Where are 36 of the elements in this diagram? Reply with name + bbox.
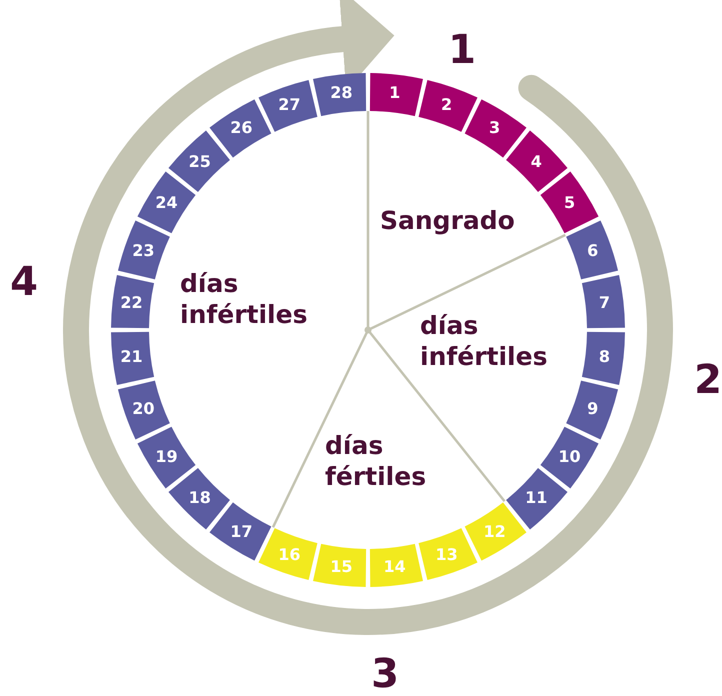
day-number: 16 [278,546,301,563]
day-number: 8 [598,348,610,365]
day-number: 6 [587,243,598,260]
phase-number: 4 [10,262,38,302]
day-number: 3 [489,120,500,136]
sector-label: días infértiles [180,268,308,330]
day-number: 28 [330,85,352,102]
day-number: 20 [132,400,154,417]
day-number: 5 [564,195,576,212]
sector-label: días infértiles [420,310,548,372]
sector-label: días fértiles [325,430,428,492]
day-number: 24 [155,195,178,212]
day-number: 1 [389,85,400,102]
day-number: 19 [155,448,178,465]
phase-number: 1 [448,30,476,70]
day-number: 27 [278,97,301,114]
day-number: 14 [384,558,406,574]
day-number: 11 [525,490,548,506]
day-number: 26 [230,120,252,136]
day-number: 18 [188,490,211,506]
phase-number: 2 [694,360,722,400]
phase-number: 3 [371,654,399,694]
day-number: 13 [435,546,458,563]
sector-label: Sangrado [380,205,516,236]
day-number: 2 [441,97,452,114]
day-number: 4 [530,154,542,170]
day-number: 12 [483,524,506,540]
day-number: 9 [587,400,598,417]
day-number: 23 [132,243,154,260]
day-number: 25 [188,154,211,170]
day-number: 10 [558,448,581,465]
day-number: 17 [230,524,252,540]
day-number: 21 [120,348,143,365]
day-number: 22 [120,295,143,312]
day-number: 15 [330,558,352,574]
day-number: 7 [598,295,610,312]
